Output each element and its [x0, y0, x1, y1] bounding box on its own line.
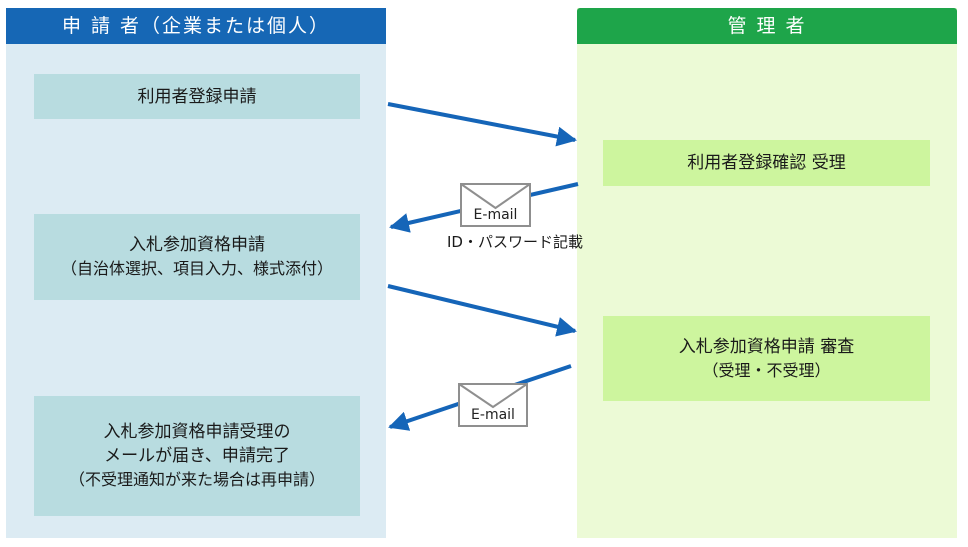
- application-complete-box: 入札参加資格申請受理の メールが届き、申請完了 （不受理通知が来た場合は再申請）: [34, 396, 360, 516]
- bid-qualification-request-label: 入札参加資格申請: [129, 235, 265, 255]
- bid-qualification-review-box: 入札参加資格申請 審査 （受理・不受理）: [603, 316, 930, 401]
- mail-note: ID・パスワード記載: [447, 233, 583, 251]
- application-complete-line2: メールが届き、申請完了: [104, 446, 290, 466]
- bid-qualification-request-detail: （自治体選択、項目入力、様式添付）: [60, 259, 333, 278]
- arrow-application-to-admin: [387, 284, 577, 337]
- user-registration-request-box: 利用者登録申請: [34, 74, 360, 119]
- mail-label-1: E-mail: [474, 207, 518, 223]
- mail-label-2: E-mail: [471, 407, 515, 423]
- admin-header: 管 理 者: [577, 8, 957, 44]
- bid-qualification-review-label: 入札参加資格申請 審査: [678, 336, 855, 357]
- applicant-header: 申 請 者（企業または個人）: [6, 8, 386, 44]
- arrow-registration-to-admin: [387, 102, 577, 147]
- admin-column: 管 理 者: [577, 8, 957, 538]
- bid-qualification-review-detail: （受理・不受理）: [702, 360, 831, 380]
- user-registration-accept-label: 利用者登録確認 受理: [687, 153, 846, 173]
- user-registration-request-label: 利用者登録申請: [137, 86, 257, 107]
- envelope-icon: E-mail: [458, 383, 528, 427]
- bid-qualification-request-box: 入札参加資格申請 （自治体選択、項目入力、様式添付）: [34, 214, 360, 300]
- envelope-icon: E-mail: [460, 183, 531, 227]
- application-complete-line1: 入札参加資格申請受理の: [103, 422, 291, 442]
- application-complete-line3: （不受理通知が来た場合は再申請）: [68, 470, 325, 489]
- user-registration-accept-box: 利用者登録確認 受理: [603, 140, 930, 186]
